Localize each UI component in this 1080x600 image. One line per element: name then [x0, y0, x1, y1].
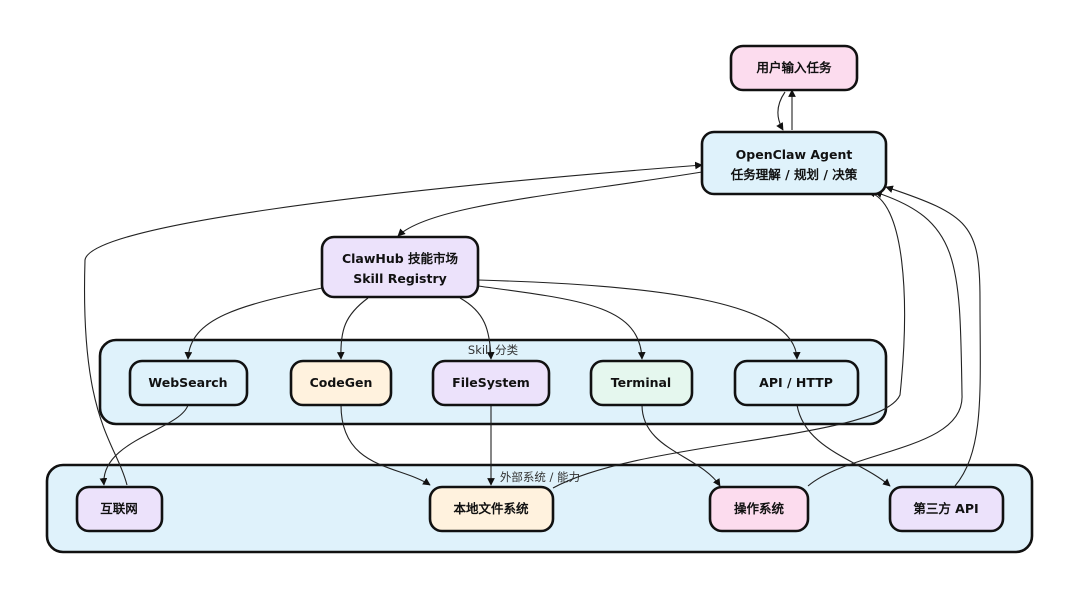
- node-filesystem[interactable]: FileSystem: [431, 359, 551, 407]
- node-registry-subtitle: Skill Registry: [353, 271, 447, 286]
- edge-terminal-to-os: [641, 404, 721, 487]
- edge-user-to-agent: [776, 91, 786, 131]
- edge-thirdparty-to-agent: [885, 185, 981, 487]
- edge-codegen-to-localfs: [340, 404, 431, 486]
- node-user-input[interactable]: 用户输入任务: [729, 44, 859, 92]
- node-api-http[interactable]: API / HTTP: [733, 359, 860, 407]
- node-local-filesystem-label: 本地文件系统: [453, 501, 529, 516]
- node-internet-label: 互联网: [100, 501, 138, 516]
- node-terminal[interactable]: Terminal: [589, 359, 694, 407]
- edges: [83, 89, 981, 489]
- node-terminal-label: Terminal: [611, 375, 671, 390]
- node-codegen[interactable]: CodeGen: [289, 359, 393, 407]
- edge-api-to-thirdparty: [796, 404, 891, 487]
- node-clawhub-registry[interactable]: ClawHub 技能市场 Skill Registry: [320, 235, 480, 299]
- edge-registry-to-api: [477, 279, 801, 360]
- node-api-http-label: API / HTTP: [759, 375, 833, 390]
- node-user-input-label: 用户输入任务: [755, 60, 832, 75]
- node-internet[interactable]: 互联网: [75, 485, 164, 533]
- edge-registry-to-filesystem: [459, 297, 495, 360]
- node-agent-title: OpenClaw Agent: [736, 147, 853, 162]
- nodes: 用户输入任务 OpenClaw Agent 任务理解 / 规划 / 决策 Cla…: [75, 44, 1005, 533]
- edge-localfs-to-agent: [552, 189, 906, 489]
- skill-category-label: Skill 分类: [468, 343, 519, 357]
- edge-os-to-agent: [807, 190, 963, 487]
- node-local-filesystem[interactable]: 本地文件系统: [428, 485, 555, 533]
- node-codegen-label: CodeGen: [310, 375, 373, 390]
- node-websearch-label: WebSearch: [148, 375, 227, 390]
- node-filesystem-label: FileSystem: [452, 375, 530, 390]
- external-systems-label: 外部系统 / 能力: [500, 470, 580, 484]
- node-agent-subtitle: 任务理解 / 规划 / 决策: [730, 167, 858, 182]
- edge-registry-to-websearch: [184, 287, 323, 360]
- node-registry-title: ClawHub 技能市场: [342, 251, 458, 266]
- edge-registry-to-terminal: [477, 285, 646, 360]
- edge-agent-to-registry: [397, 171, 703, 237]
- edge-registry-to-codegen: [336, 297, 369, 360]
- node-operating-system-label: 操作系统: [734, 501, 785, 516]
- node-third-party-api[interactable]: 第三方 API: [888, 485, 1005, 533]
- node-operating-system[interactable]: 操作系统: [708, 485, 810, 533]
- edge-internet-to-agent: [83, 161, 703, 486]
- node-websearch[interactable]: WebSearch: [128, 359, 249, 407]
- node-third-party-api-label: 第三方 API: [913, 501, 978, 516]
- node-openclaw-agent[interactable]: OpenClaw Agent 任务理解 / 规划 / 决策: [700, 130, 888, 196]
- edge-websearch-to-internet: [99, 404, 189, 486]
